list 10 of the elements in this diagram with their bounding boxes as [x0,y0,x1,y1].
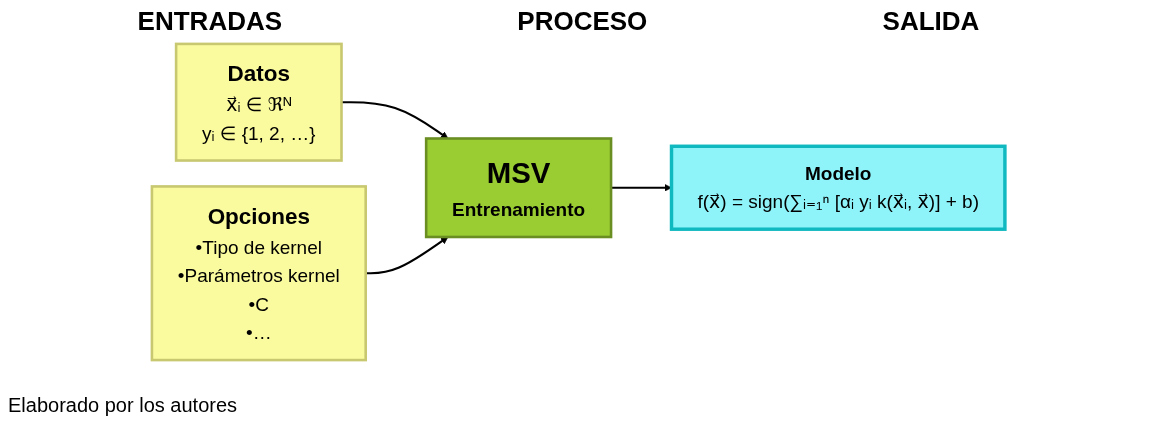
arrow [341,101,449,139]
column-heading: ENTRADAS [137,6,283,37]
node-box: MSV Entrenamiento [424,137,613,239]
column-heading: PROCESO [517,6,648,37]
arrow [365,236,449,275]
node-box: Datos x⃗ᵢ ∈ ℜᴺ yᵢ ∈ {1, 2, …} [174,42,343,162]
node-box: Modelo f(x⃗) = sign(∑ᵢ₌₁ⁿ [αᵢ yᵢ k(x⃗ᵢ, x⃗)] + b) [669,144,1007,231]
caption: Elaborado por los autores [8,394,238,417]
column-heading: SALIDA [882,6,980,37]
node-box: Opciones •Tipo de kernel •Parámetros kernel •C •… [150,185,368,362]
